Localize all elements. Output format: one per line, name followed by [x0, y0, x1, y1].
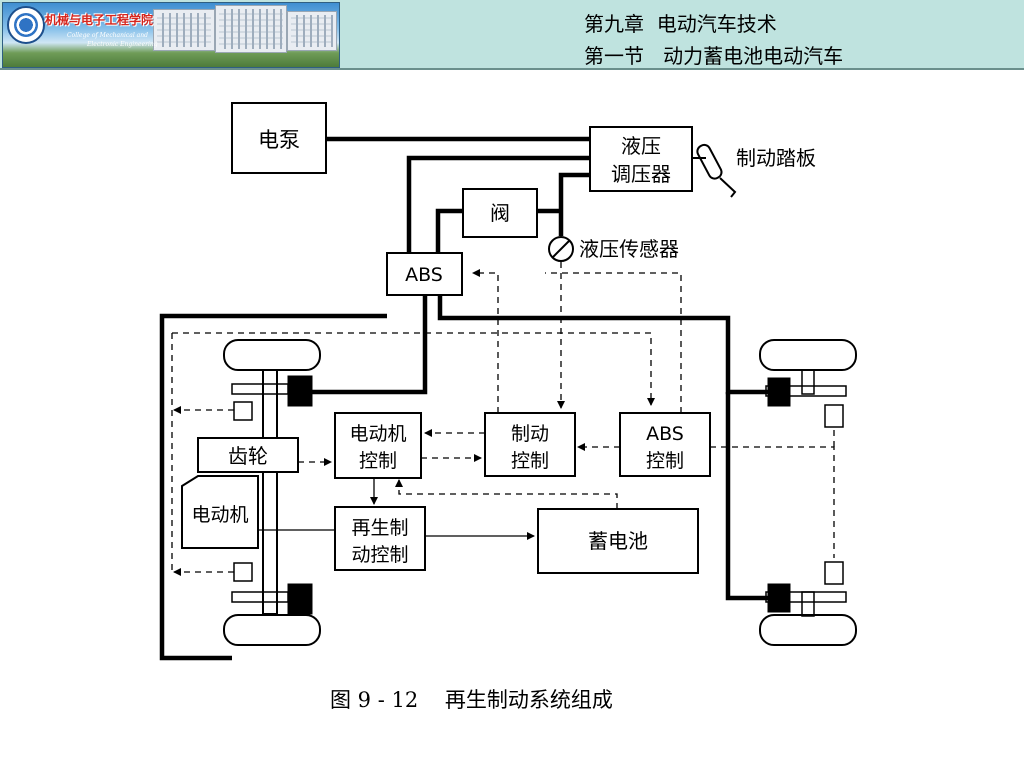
right-rear-wheel: [759, 614, 857, 646]
college-name: 机械与电子工程学院: [45, 13, 154, 27]
regen-label-2: 动控制: [351, 544, 408, 566]
college-name-en-1: College of Mechanical and: [67, 32, 148, 39]
abs-control-label-1: ABS: [646, 423, 684, 445]
left-rear-wheel: [223, 614, 321, 646]
pedal-label: 制动踏板: [736, 146, 816, 170]
valve-label: 阀: [490, 201, 510, 225]
slide-header: 机械与电子工程学院 College of Mechanical and Elec…: [0, 0, 1024, 70]
gear-box: [197, 437, 299, 473]
motor-box: [181, 475, 259, 549]
brake-control-box: [484, 412, 576, 477]
college-name-en-2: Electronic Engineering: [87, 41, 158, 48]
rear-left-sensor: [233, 562, 253, 582]
brake-control-label-2: 控制: [511, 450, 549, 472]
brake-pedal-icon: [692, 143, 737, 198]
pump-label: 电泵: [258, 128, 300, 152]
motor-label: 电动机: [191, 504, 248, 526]
motor-control-label-2: 控制: [359, 450, 397, 472]
pressure-sensor-icon: [548, 236, 574, 262]
left-axle: [223, 339, 321, 646]
left-front-wheel: [223, 339, 321, 371]
motor-control-box: [334, 412, 422, 479]
front-left-caliper: [287, 375, 313, 407]
regulator-label-1: 液压: [621, 134, 661, 158]
hydraulic-regulator-box: [589, 126, 693, 192]
chapter-title: 第九章 电动汽车技术: [584, 12, 777, 36]
valve-box: [462, 188, 538, 238]
regen-label-1: 再生制: [351, 517, 408, 539]
abs-control-label-2: 控制: [646, 450, 684, 472]
left-axle-shaft: [262, 369, 278, 615]
front-left-sensor: [233, 401, 253, 421]
college-logo-icon: [7, 6, 45, 44]
figure-caption: 图 9 - 12 再生制动系统组成: [330, 688, 613, 712]
abs-unit-box: [386, 252, 463, 296]
power-lines: [258, 478, 535, 540]
abs-control-box: [619, 412, 711, 477]
abs-unit-label: ABS: [405, 264, 443, 286]
right-front-wheel: [759, 339, 857, 371]
electric-pump-box: [231, 102, 327, 174]
rear-left-caliper: [287, 583, 313, 615]
college-banner: 机械与电子工程学院 College of Mechanical and Elec…: [2, 2, 340, 68]
regulator-label-2: 调压器: [611, 162, 671, 186]
front-right-caliper: [767, 377, 791, 407]
signal-lines: [171, 262, 835, 576]
hydraulic-lines: [159, 136, 768, 661]
battery-label: 蓄电池: [588, 529, 648, 553]
section-title: 第一节 动力蓄电池电动汽车: [584, 44, 844, 68]
gear-label: 齿轮: [228, 444, 268, 468]
motor-control-label-1: 电动机: [349, 423, 406, 445]
brake-control-label-1: 制动: [511, 423, 549, 445]
front-right-sensor: [824, 404, 844, 428]
regen-control-box: [334, 506, 426, 571]
battery-box: [537, 508, 699, 574]
right-axle: [759, 339, 857, 646]
pressure-sensor-label: 液压传感器: [579, 237, 679, 261]
rear-right-caliper: [767, 583, 791, 613]
rear-right-sensor: [824, 561, 844, 585]
